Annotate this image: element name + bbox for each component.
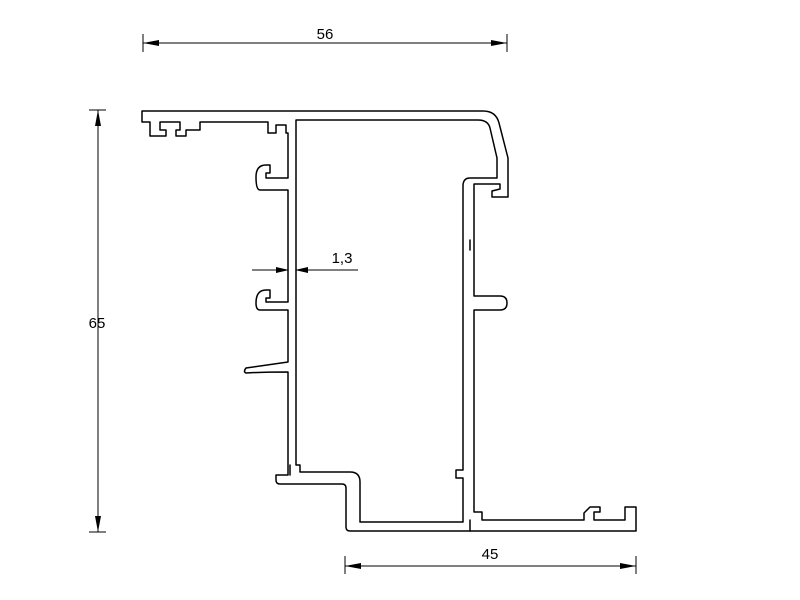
arrowhead-top-right <box>491 40 507 46</box>
arrowhead-left-top <box>95 110 101 126</box>
arrowhead-bottom-left <box>345 563 361 569</box>
profile-outer-contour <box>141 110 637 532</box>
dimension-label-top: 56 <box>317 26 334 43</box>
dimension-left-height: 65 <box>89 109 106 533</box>
dimension-bottom-width: 45 <box>344 546 637 574</box>
dimension-label-left: 65 <box>89 315 106 332</box>
dimension-wall-thickness: 1,3 <box>252 250 358 273</box>
arrowhead-top-left <box>143 40 159 46</box>
arrowhead-thickness-right <box>295 267 308 273</box>
dimension-label-bottom: 45 <box>482 546 499 563</box>
profile-inner-chamber <box>295 119 498 523</box>
arrowhead-thickness-left <box>276 267 289 273</box>
dimension-label-thickness: 1,3 <box>332 250 353 267</box>
dimension-top-width: 56 <box>142 26 508 52</box>
aluminium-profile <box>141 110 637 532</box>
arrowhead-bottom-right <box>620 563 636 569</box>
arrowhead-left-bottom <box>95 516 101 532</box>
